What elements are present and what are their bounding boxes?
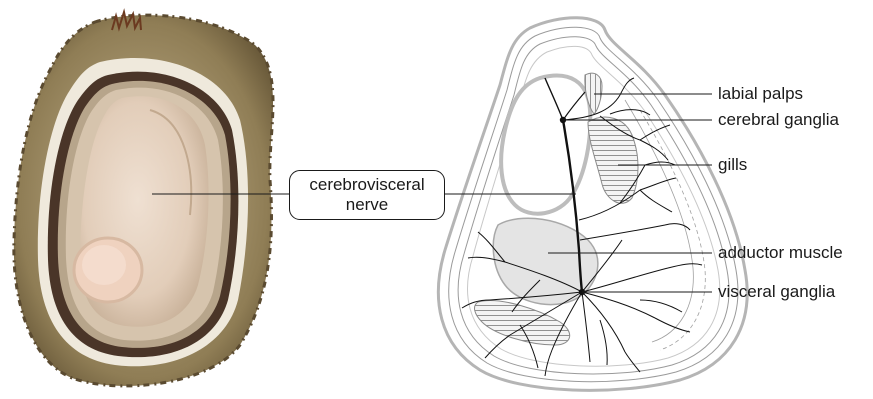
label-adductor-muscle: adductor muscle xyxy=(718,243,843,263)
label-labial-palps: labial palps xyxy=(718,84,803,104)
center-label-line2: nerve xyxy=(346,195,389,215)
oyster-photo xyxy=(14,12,273,386)
cerebrovisceral-nerve-label: cerebrovisceral nerve xyxy=(289,170,445,220)
label-cerebral-ganglia: cerebral ganglia xyxy=(718,110,839,130)
oyster-schematic xyxy=(438,18,747,391)
center-label-line1: cerebrovisceral xyxy=(309,175,424,195)
adductor-highlight xyxy=(82,245,126,285)
label-gills: gills xyxy=(718,155,747,175)
label-visceral-ganglia: visceral ganglia xyxy=(718,282,835,302)
